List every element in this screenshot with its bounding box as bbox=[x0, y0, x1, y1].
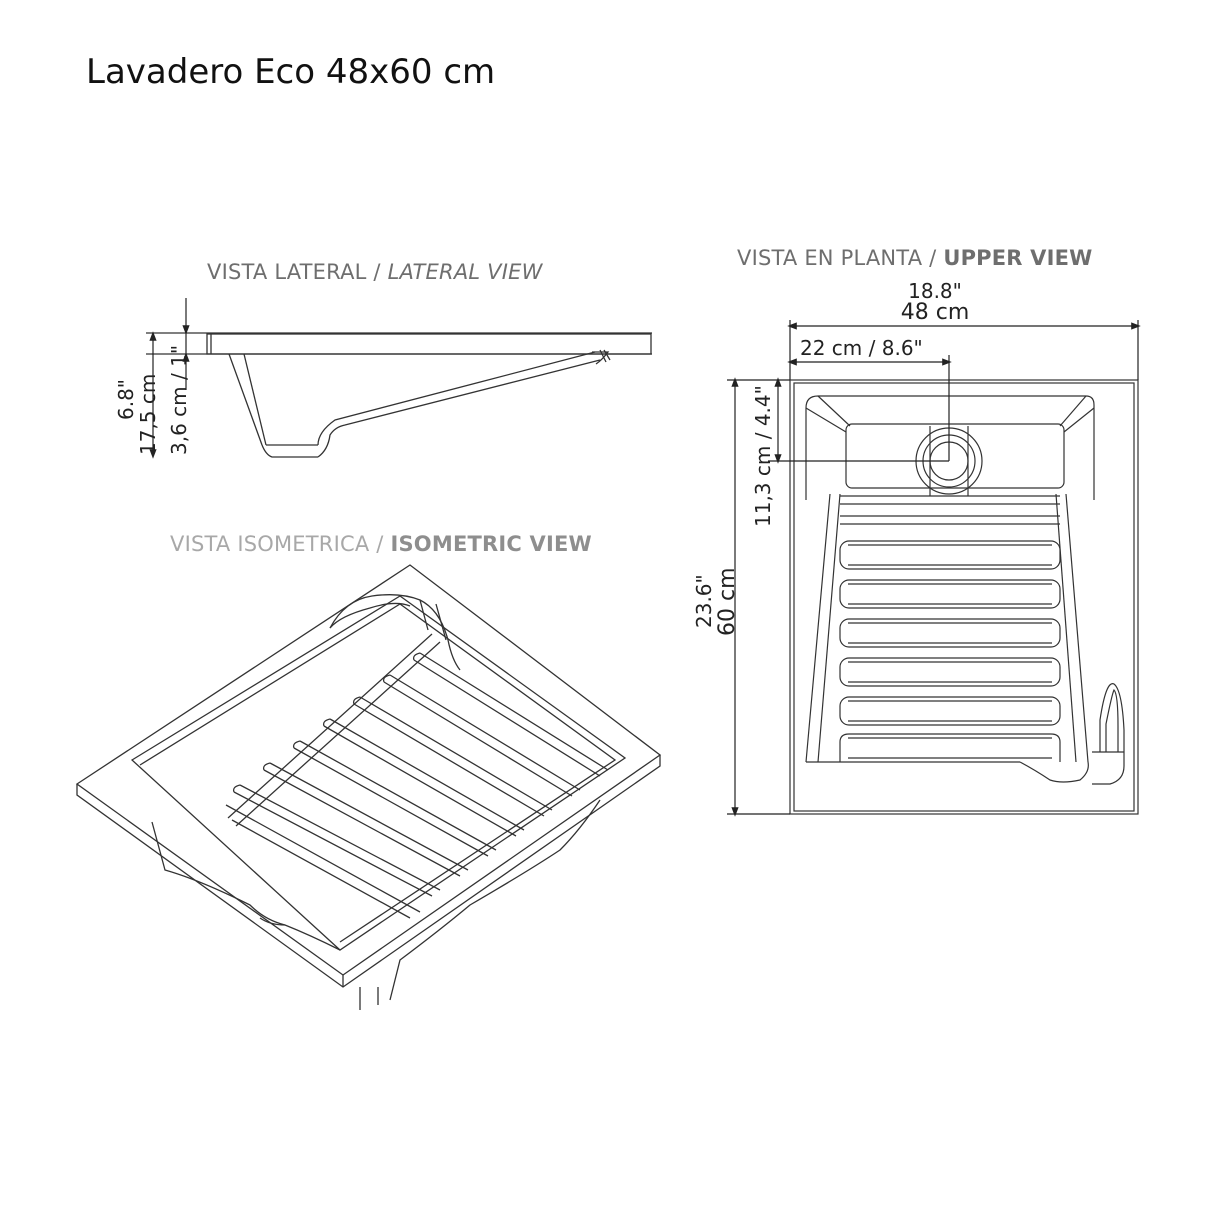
upper-drain-offset-y: 11,3 cm / 4.4" bbox=[751, 385, 775, 527]
isometric-ribs bbox=[225, 652, 609, 919]
upper-width-cm: 48 cm bbox=[901, 300, 970, 325]
lateral-view-label-es: VISTA LATERAL / bbox=[207, 260, 381, 284]
upper-length-in: 23.6" bbox=[692, 574, 716, 628]
isometric-view-label-es: VISTA ISOMETRICA / bbox=[170, 532, 384, 556]
lateral-height-cm: 17,5 cm bbox=[136, 374, 160, 455]
upper-ribs bbox=[839, 540, 1061, 762]
upper-view-label-en: UPPER VIEW bbox=[943, 246, 1093, 270]
upper-length-cm: 60 cm bbox=[715, 567, 740, 636]
upper-view-label-es: VISTA EN PLANTA / bbox=[737, 246, 937, 270]
page-title: Lavadero Eco 48x60 cm bbox=[86, 52, 496, 92]
lateral-height-in: 6.8" bbox=[114, 379, 138, 420]
isometric-view-label: VISTA ISOMETRICA / ISOMETRIC VIEW bbox=[170, 532, 592, 556]
upper-view-label: VISTA EN PLANTA / UPPER VIEW bbox=[737, 246, 1093, 270]
lateral-rim-height: 3,6 cm / 1" bbox=[167, 345, 191, 455]
upper-width-in: 18.8" bbox=[908, 279, 962, 303]
isometric-view-label-en: ISOMETRIC VIEW bbox=[390, 532, 592, 556]
lateral-view-label-en: LATERAL VIEW bbox=[387, 260, 543, 284]
lateral-view-label: VISTA LATERAL / LATERAL VIEW bbox=[207, 260, 543, 284]
upper-drain-offset-x: 22 cm / 8.6" bbox=[800, 336, 923, 360]
